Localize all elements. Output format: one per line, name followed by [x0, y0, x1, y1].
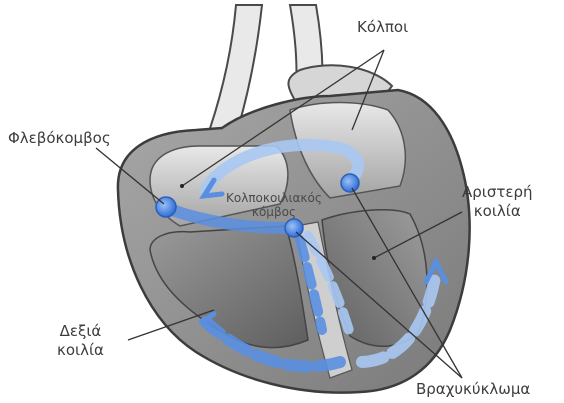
label-left-ventricle-line1: Αριστερή — [462, 183, 533, 202]
atrioventricular-node — [285, 219, 303, 237]
atrial-node-left — [341, 174, 359, 192]
leader-dot-atria — [180, 184, 184, 188]
label-left-ventricle: Αριστερή κοιλία — [462, 183, 533, 221]
label-av-node: Κολποκοιλιακός κόμβος — [226, 191, 322, 219]
label-right-ventricle-line1: Δεξιά — [57, 322, 104, 341]
label-left-ventricle-line2: κοιλία — [462, 202, 533, 221]
leader-dot-lv — [372, 256, 376, 260]
label-av-node-line1: Κολποκοιλιακός — [226, 191, 322, 205]
label-atria: Κόλποι — [357, 18, 408, 37]
label-right-ventricle-line2: κοιλία — [57, 341, 104, 360]
label-av-node-line2: κόμβος — [226, 205, 322, 219]
label-sinoatrial-node: Φλεβόκομβος — [8, 129, 111, 148]
label-purkinje: Βραχυκύκλωμα — [416, 380, 530, 399]
label-right-ventricle: Δεξιά κοιλία — [57, 322, 104, 360]
